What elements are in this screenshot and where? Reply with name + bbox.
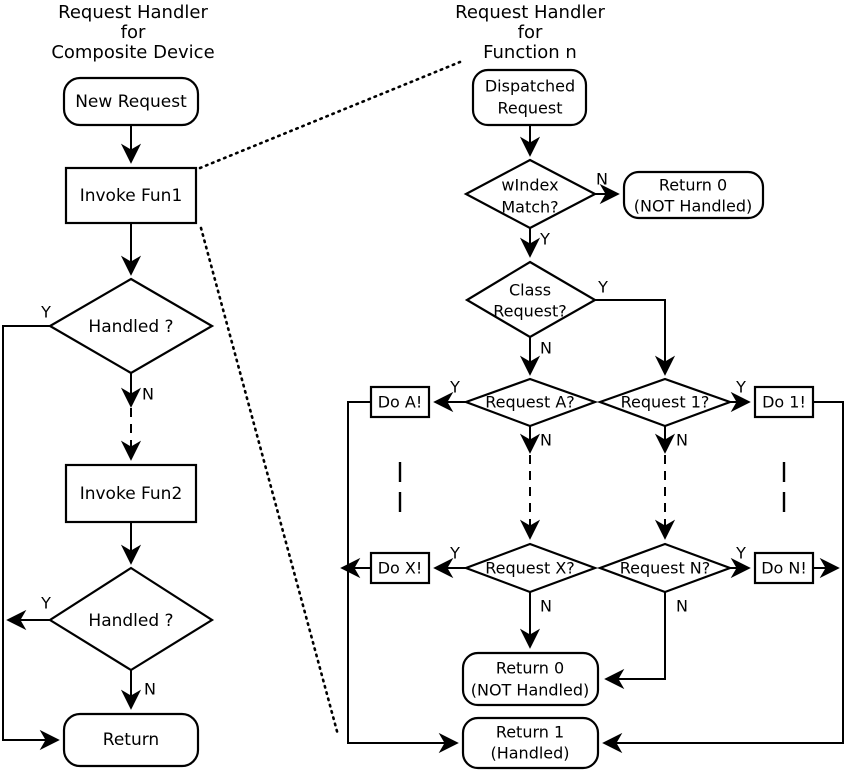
title-right-line3: Function n <box>483 42 577 63</box>
edge-class-yes-to-request1 <box>595 299 676 376</box>
callout-leader-bottom <box>199 226 340 737</box>
do-x-label: Do X! <box>378 559 423 578</box>
node-class-request[interactable]: Class Request? <box>464 260 598 339</box>
return-1-shape <box>461 716 600 770</box>
node-return-0-top[interactable]: Return 0 (NOT Handled) <box>622 170 765 220</box>
request-1-label: Request 1? <box>621 393 710 412</box>
node-dispatched-request[interactable]: Dispatched Request <box>471 68 588 127</box>
branch-class-no: N <box>540 339 552 358</box>
node-windex-match[interactable]: wIndex Match? <box>463 158 598 230</box>
title-right: Request Handler for Function n <box>455 2 605 63</box>
class-request-label-line1: Class <box>509 281 551 300</box>
node-request-1[interactable]: Request 1? <box>596 377 734 428</box>
title-left: Request Handler for Composite Device <box>51 2 214 63</box>
do-a-shape <box>369 385 431 419</box>
branch-request-a-yes: Y <box>449 378 460 397</box>
return-1-label-line2: (Handled) <box>490 744 569 763</box>
request-n-label: Request N? <box>620 559 711 578</box>
return-label: Return <box>103 730 159 750</box>
node-request-x[interactable]: Request X? <box>462 542 599 594</box>
branch-request-1-yes: Y <box>735 378 746 397</box>
node-request-a[interactable]: Request A? <box>462 377 599 428</box>
callout-leader-top <box>198 60 462 170</box>
node-handled-2[interactable]: Handled ? <box>47 566 215 672</box>
invoke-fun1-shape <box>64 166 198 225</box>
node-handled-1[interactable]: Handled ? <box>47 277 215 375</box>
dispatched-request-label-line1: Dispatched <box>485 77 575 96</box>
do-n-label: Do N! <box>761 559 807 578</box>
title-right-line1: Request Handler <box>455 2 605 23</box>
title-left-line1: Request Handler <box>58 2 208 23</box>
node-return-1[interactable]: Return 1 (Handled) <box>461 716 600 770</box>
branch-windex-yes: Y <box>539 230 550 249</box>
do-n-shape <box>753 551 815 585</box>
do-1-label: Do 1! <box>762 393 806 412</box>
node-do-x[interactable]: Do X! <box>369 551 431 585</box>
title-left-line3: Composite Device <box>51 42 214 63</box>
node-return-0-bottom[interactable]: Return 0 (NOT Handled) <box>461 651 600 707</box>
windex-match-label-line2: Match? <box>501 198 558 217</box>
node-invoke-fun2[interactable]: Invoke Fun2 <box>64 463 198 524</box>
request-x-label: Request X? <box>485 559 575 578</box>
branch-handled2-yes: Y <box>40 594 51 613</box>
class-request-shape <box>464 260 598 339</box>
new-request-label: New Request <box>75 92 187 112</box>
dispatched-request-label-line2: Request <box>498 99 563 118</box>
node-invoke-fun1[interactable]: Invoke Fun1 <box>64 166 198 225</box>
branch-request-1-no: N <box>676 431 688 450</box>
branch-request-n-no: N <box>676 597 688 616</box>
edge-do-1-to-return1 <box>602 401 844 754</box>
class-request-label-line2: Request? <box>493 302 566 321</box>
return-0-bottom-label-line1: Return 0 <box>496 659 564 678</box>
return-0-bottom-label-line2: (NOT Handled) <box>471 681 589 700</box>
branch-request-n-yes: Y <box>735 544 746 563</box>
node-new-request[interactable]: New Request <box>62 76 200 127</box>
title-left-line2: for <box>121 22 146 43</box>
return-0-top-shape <box>622 170 765 220</box>
node-do-n[interactable]: Do N! <box>753 551 815 585</box>
branch-handled1-no: N <box>142 385 154 404</box>
node-return[interactable]: Return <box>62 712 200 768</box>
handled-1-label: Handled ? <box>88 317 173 337</box>
branch-windex-no: N <box>596 170 608 189</box>
branch-handled2-no: N <box>144 680 156 699</box>
return-0-top-label-line1: Return 0 <box>659 176 727 195</box>
handled-2-label: Handled ? <box>88 611 173 631</box>
invoke-fun1-label: Invoke Fun1 <box>80 186 183 206</box>
edge-handled1-yes-to-return <box>2 325 60 751</box>
request-a-label: Request A? <box>485 393 575 412</box>
title-right-line2: for <box>518 22 543 43</box>
node-do-1[interactable]: Do 1! <box>753 385 815 419</box>
node-do-a[interactable]: Do A! <box>369 385 431 419</box>
invoke-fun2-label: Invoke Fun2 <box>80 484 183 504</box>
do-1-shape <box>753 385 815 419</box>
windex-match-label-line1: wIndex <box>501 176 558 195</box>
node-request-n[interactable]: Request N? <box>596 542 734 594</box>
return-1-label-line1: Return 1 <box>496 723 564 742</box>
branch-request-x-yes: Y <box>449 544 460 563</box>
branch-request-a-no: N <box>540 431 552 450</box>
return-0-top-label-line2: (NOT Handled) <box>634 197 752 216</box>
branch-class-yes: Y <box>597 278 608 297</box>
return-0-bottom-shape <box>461 651 600 707</box>
return-shape <box>62 712 200 768</box>
branch-handled1-yes: Y <box>40 303 51 322</box>
do-a-label: Do A! <box>378 393 423 412</box>
branch-request-x-no: N <box>540 597 552 616</box>
edge-request-n-no-to-return0 <box>604 592 666 690</box>
do-x-shape <box>369 551 431 585</box>
